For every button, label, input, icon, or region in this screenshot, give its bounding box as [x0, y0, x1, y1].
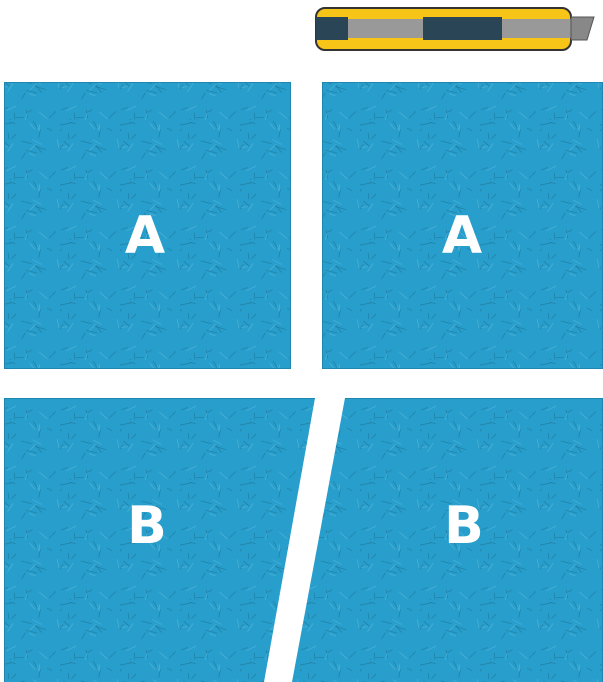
panel-a-right: A — [322, 82, 603, 369]
knife-blade — [571, 17, 594, 40]
panel-b-left-label: B — [127, 496, 167, 556]
utility-knife-icon — [316, 8, 594, 50]
panel-a-right-label: A — [442, 206, 482, 266]
panel-b-left: B — [4, 398, 315, 682]
knife-slider — [423, 17, 502, 40]
knife-end-cap — [316, 17, 348, 40]
panel-b-right-label: B — [444, 496, 484, 556]
panel-a-left: A — [4, 82, 291, 369]
panel-b-right: B — [292, 398, 603, 682]
panel-a-left-label: A — [125, 206, 165, 266]
